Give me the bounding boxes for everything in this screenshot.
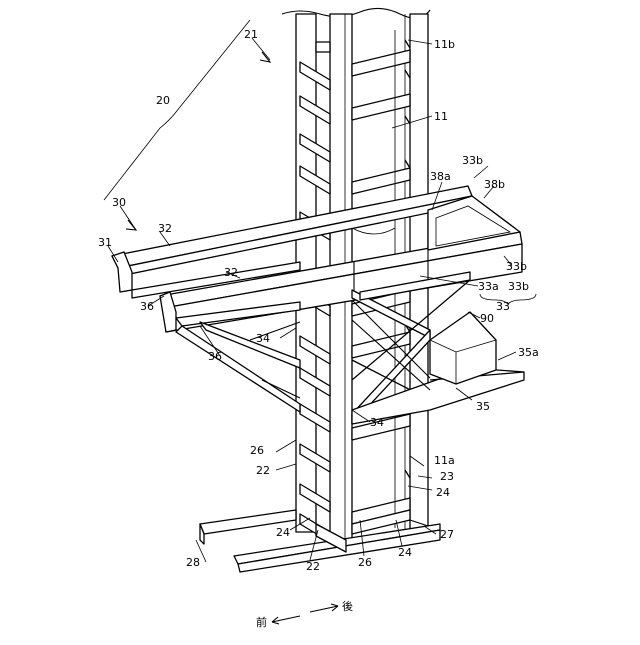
label-31: 31 (98, 236, 112, 249)
direction-indicator: 前 後 (256, 599, 353, 629)
label-24-left: 24 (276, 526, 290, 539)
label-34-upper: 34 (256, 332, 270, 345)
base-frame (200, 510, 440, 572)
label-33a: 33a (478, 280, 499, 293)
label-38b: 38b (484, 178, 505, 191)
label-24-right: 24 (436, 486, 450, 499)
label-20: 20 (156, 94, 170, 107)
label-36-lower: 36 (208, 350, 222, 363)
label-21: 21 (244, 28, 258, 41)
label-90: 90 (480, 312, 494, 325)
arrow-30 (126, 220, 136, 230)
label-32-front: 32 (224, 266, 238, 279)
label-26-left: 26 (250, 444, 264, 457)
label-32-rear: 32 (158, 222, 172, 235)
label-34-lower: 34 (370, 416, 384, 429)
label-35a: 35a (518, 346, 539, 359)
label-33b-top: 33b (462, 154, 483, 167)
label-33b: 33b (508, 280, 529, 293)
label-22-lower: 22 (306, 560, 320, 573)
label-26-bottom: 26 (358, 556, 372, 569)
label-36-upper: 36 (140, 300, 154, 313)
direction-front-label: 前 (256, 615, 267, 629)
label-33b-side: 33b (506, 260, 527, 273)
direction-rear-label: 後 (342, 599, 353, 613)
label-24-bottom: 24 (398, 546, 412, 559)
label-11b: 11b (434, 38, 455, 51)
work-deck (112, 186, 522, 332)
label-33: 33 (496, 300, 510, 313)
label-27: 27 (440, 528, 454, 541)
label-35: 35 (476, 400, 490, 413)
label-23: 23 (440, 470, 454, 483)
label-11a: 11a (434, 454, 455, 467)
label-30: 30 (112, 196, 126, 209)
label-28: 28 (186, 556, 200, 569)
label-22-upper: 22 (256, 464, 270, 477)
label-38a: 38a (430, 170, 451, 183)
label-11: 11 (434, 110, 448, 123)
